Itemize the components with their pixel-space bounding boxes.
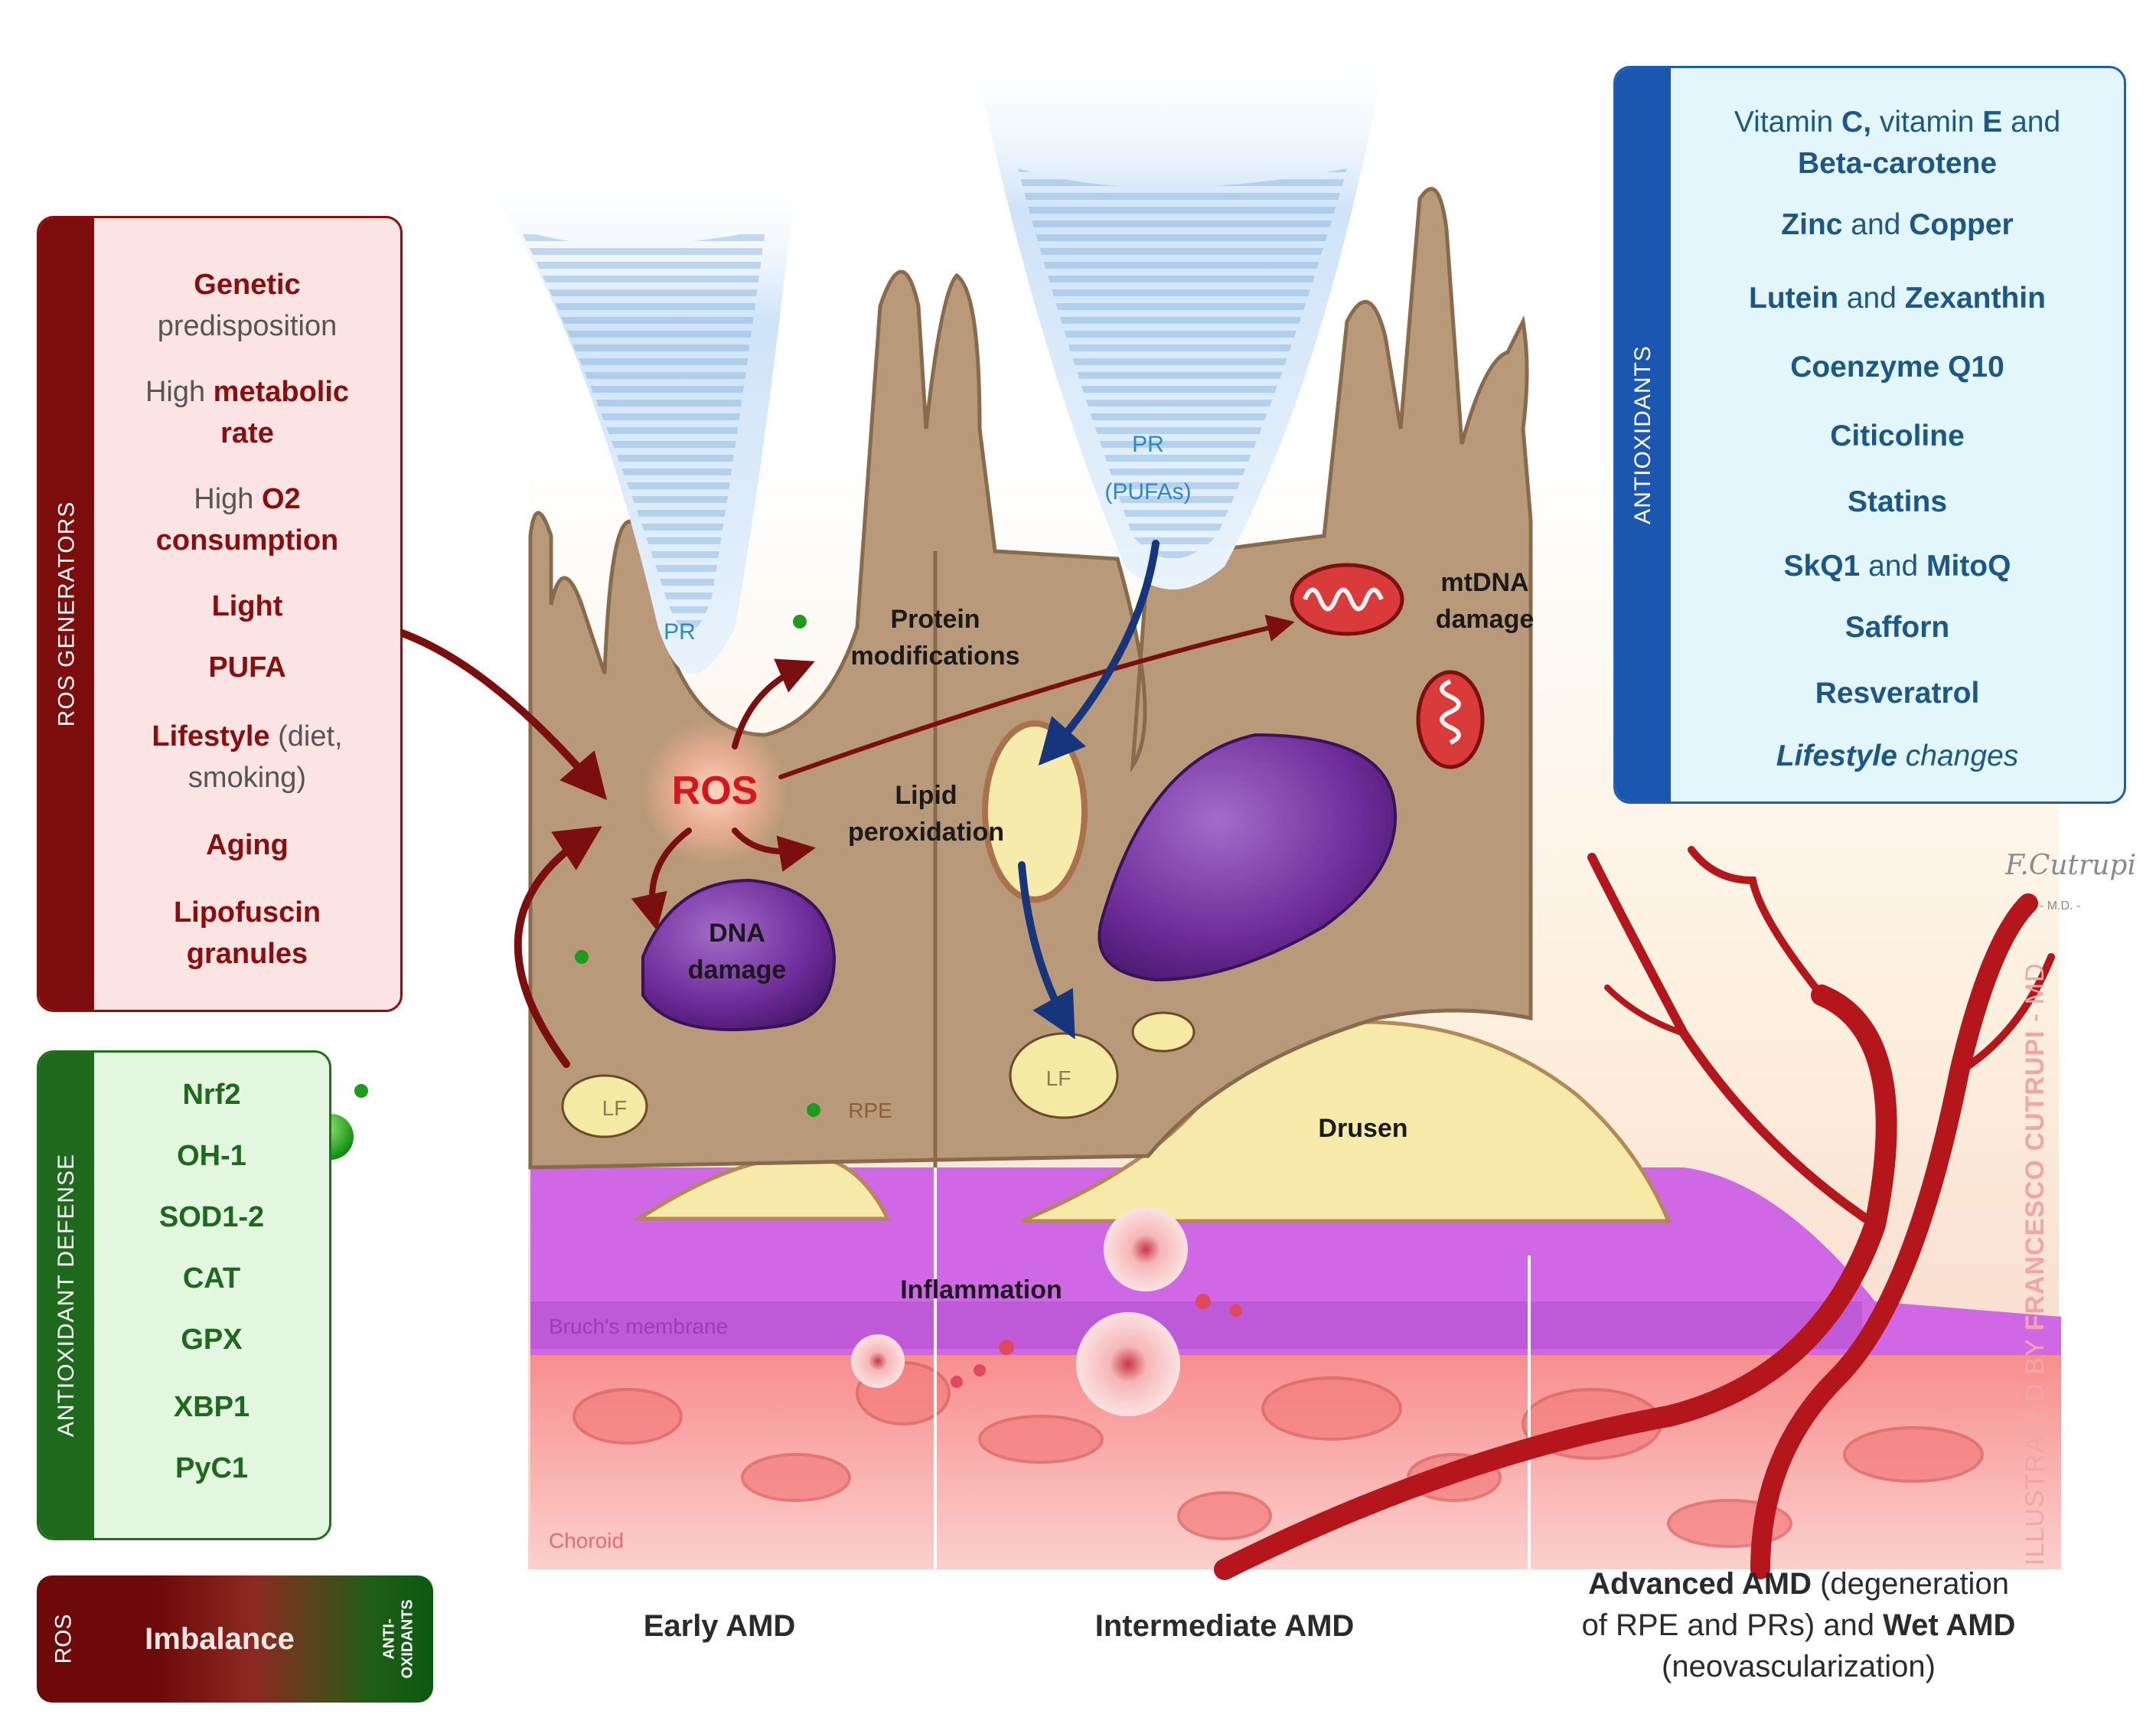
- rpe-label: RPE: [848, 1099, 892, 1122]
- antioxidant-lifestyle: Lifestyle changes: [1776, 740, 2019, 772]
- generator-pufa: PUFA: [208, 651, 286, 684]
- signature-md: - M.D. -: [2040, 900, 2081, 913]
- pufas-label: (PUFAs): [1104, 479, 1191, 504]
- antioxidants-title: ANTIOXIDANTS: [1630, 345, 1656, 524]
- antioxidant-skq1: SkQ1 and MitoQ: [1783, 550, 2011, 583]
- choroid-label: Choroid: [549, 1529, 624, 1553]
- stage-advanced: Advanced AMD (degeneration of RPE and PR…: [1581, 1567, 2016, 1683]
- ros-label: ROS: [672, 769, 758, 813]
- arrow-ros-to-lipid: [732, 828, 816, 872]
- defense-item: PyC1: [175, 1452, 249, 1484]
- arrow-pufa-to-lipid: [1038, 540, 1160, 766]
- drusen-label: Drusen: [1318, 1114, 1407, 1143]
- generator-genetic-2: predisposition: [157, 310, 338, 342]
- generator-o2: High O2: [194, 483, 301, 515]
- generator-genetic: Genetic: [194, 269, 301, 301]
- generator-aging: Aging: [206, 829, 289, 861]
- generator-metabolic: High metabolic: [145, 376, 350, 408]
- imbalance-label: Imbalance: [145, 1621, 295, 1656]
- mtdna-label-2: damage: [1436, 605, 1535, 634]
- generator-metabolic-2: rate: [220, 417, 274, 449]
- inflammation-label: Inflammation: [900, 1275, 1062, 1304]
- generator-lipofuscin-2: granules: [186, 938, 308, 970]
- protein-label-2: modifications: [850, 642, 1019, 671]
- ros-generators-panel: ROS GENERATORS Genetic predisposition Hi…: [37, 216, 403, 1012]
- antioxidant-resveratrol: Resveratrol: [1815, 677, 1980, 710]
- stage-early: Early AMD: [643, 1609, 796, 1643]
- arrow-lipid-to-lf: [1018, 861, 1075, 1040]
- antioxidant-lutein: Lutein and Zexanthin: [1749, 282, 2046, 315]
- antioxidant-safforn: Safforn: [1845, 611, 1950, 644]
- generator-o2-2: consumption: [155, 524, 339, 557]
- defense-item: XBP1: [173, 1391, 250, 1423]
- lipid-label-1: Lipid: [895, 781, 957, 810]
- arrow-lf-to-ros: [514, 826, 602, 1068]
- antioxidants-panel: ANTIOXIDANTS Vitamin C, vitamin E and Be…: [1613, 66, 2126, 804]
- mtdna-label-1: mtDNA: [1440, 568, 1528, 597]
- generator-light: Light: [211, 590, 283, 622]
- signature: F.Cutrupi: [2005, 850, 2136, 881]
- antioxidant-defense-title: ANTIOXIDANT DEFENSE: [54, 1153, 80, 1438]
- arrow-ros-to-dna: [631, 828, 692, 931]
- imbalance-antioxidants-label: ANTI- OXIDANTS: [381, 1599, 416, 1679]
- antioxidant-statins: Statins: [1847, 485, 1948, 518]
- pr-left-label: PR: [664, 619, 696, 645]
- protein-label-1: Protein: [890, 605, 980, 634]
- defense-item: Nrf2: [182, 1079, 241, 1111]
- dna-label-2: damage: [688, 955, 787, 984]
- arrow-ros-to-mtdna: [778, 614, 1295, 779]
- antioxidant-citicoline: Citicoline: [1830, 420, 1965, 452]
- generator-lifestyle: Lifestyle (diet,: [152, 720, 343, 753]
- inflammatory-cells: [851, 1207, 1242, 1416]
- lipid-label-2: peroxidation: [848, 818, 1004, 847]
- pr-right-label: PR: [1132, 432, 1164, 457]
- antioxidants-sidebar: ANTIOXIDANTS: [1616, 68, 1671, 802]
- dna-nucleus: [641, 878, 837, 1031]
- antioxidant-coq10: Coenzyme Q10: [1790, 351, 2004, 384]
- rpe-nucleus-large: [1098, 733, 1398, 982]
- defense-item: OH-1: [177, 1140, 246, 1172]
- ros-glow: [642, 720, 788, 865]
- generator-lifestyle-2: smoking): [188, 762, 307, 794]
- antioxidant-zinc-copper: Zinc and Copper: [1781, 208, 2014, 241]
- antioxidant-defense-sidebar: ANTIOXIDANT DEFENSE: [39, 1053, 94, 1538]
- antioxidant-defense-panel: ANTIOXIDANT DEFENSE Nrf2 OH-1 SOD1-2 CAT…: [37, 1050, 331, 1540]
- lf-granules: [561, 1011, 1195, 1138]
- mitochondria: [1290, 563, 1485, 769]
- imbalance-ros-label: ROS: [51, 1614, 77, 1664]
- ros-generators-sidebar: ROS GENERATORS: [39, 218, 94, 1010]
- defense-item: GPX: [181, 1324, 243, 1356]
- ros-generators-title: ROS GENERATORS: [54, 501, 80, 727]
- lf-label-right: LF: [1046, 1066, 1071, 1090]
- antioxidant-vitamins: Vitamin C, vitamin E and: [1734, 106, 2061, 139]
- lipid-vacuole: [982, 720, 1088, 903]
- bruch-label: Bruch's membrane: [549, 1314, 728, 1338]
- arrow-ros-to-protein: [732, 658, 815, 749]
- generator-lipofuscin: Lipofuscin: [173, 896, 321, 929]
- antioxidant-dots: [354, 615, 820, 1117]
- illustrator-credit: ILLUSTRATED BY FRANCESCO CUTRUPI - MD: [2021, 962, 2050, 1566]
- neovascular-vessels: [1214, 846, 2055, 1580]
- antioxidant-beta-carotene: Beta-carotene: [1797, 147, 1998, 180]
- defense-item: CAT: [182, 1262, 241, 1295]
- stage-intermediate: Intermediate AMD: [1094, 1609, 1355, 1643]
- lf-label-left: LF: [602, 1096, 628, 1120]
- dna-label-1: DNA: [709, 919, 765, 948]
- imbalance-bar: ROS Imbalance ANTI- OXIDANTS: [37, 1575, 433, 1703]
- defense-item: SOD1-2: [158, 1201, 265, 1233]
